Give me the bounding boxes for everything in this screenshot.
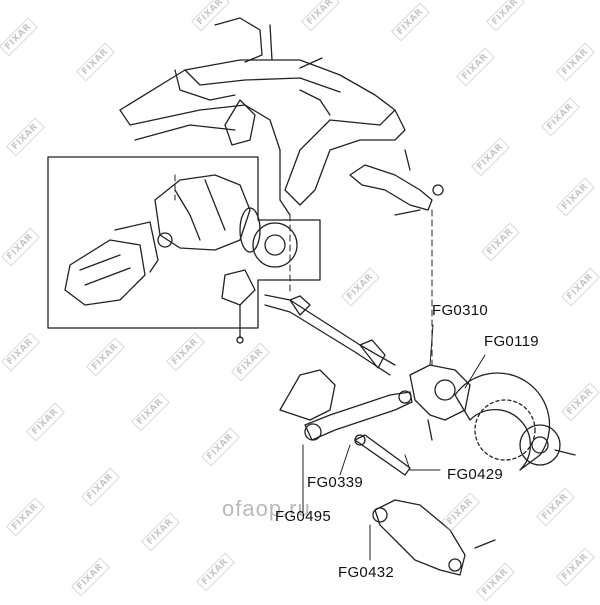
- part-label-fg0495: FG0495: [275, 508, 331, 525]
- differential-inset-box: [47, 156, 321, 329]
- differential-assembly: [64, 174, 298, 344]
- part-label-fg0432: FG0432: [338, 564, 394, 581]
- toe-link: [354, 434, 411, 476]
- part-label-fg0310: FG0310: [432, 302, 488, 319]
- rear-subframe: [119, 17, 406, 216]
- brand-watermark: ofaop.ru: [222, 496, 311, 521]
- trailing-bracket: [279, 369, 336, 421]
- upper-control-arm: [349, 149, 444, 216]
- part-label-fg0119: FG0119: [484, 333, 539, 350]
- lower-control-arm: [372, 499, 496, 576]
- lower-camber-link: [304, 390, 413, 441]
- wheel-hub: [519, 424, 576, 466]
- wheel-knuckle: [409, 364, 471, 441]
- drive-shaft: [264, 294, 396, 376]
- part-label-fg0429: FG0429: [447, 466, 503, 483]
- part-label-fg0339: FG0339: [307, 474, 363, 491]
